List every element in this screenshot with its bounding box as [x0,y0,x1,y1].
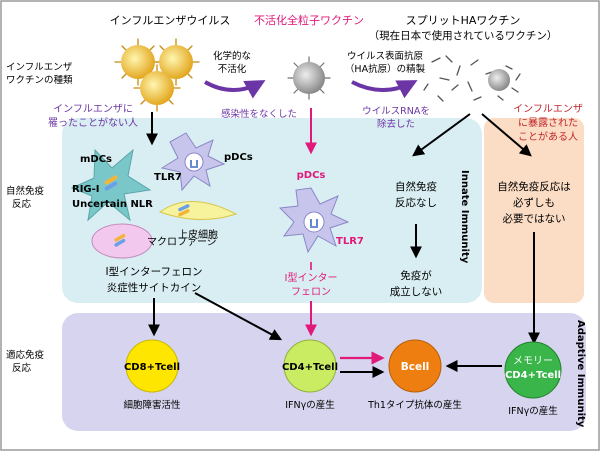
no-innate-label: 自然免疫 [395,180,437,193]
naive-population-label: インフルエンザに [53,103,133,115]
no-immunity-label-2: 成立しない [390,285,443,298]
innate-panel [62,118,482,303]
naive-population-label-2: 罹ったことがない人 [48,116,138,129]
inactivated-vaccine-title: 不活化全粒子ワクチン [254,13,364,27]
receptor-icon [104,175,118,191]
chemical-label: 化学的な [213,50,251,62]
memory-caption: IFNγの産生 [508,405,558,417]
antigen-label-2: （HA抗原）の精製 [345,63,426,75]
cytokine-label: 炎症性サイトカイン [107,281,202,294]
memory-cd4-label: CD4+Tcell [505,370,561,381]
adaptive-response-label-2: 反応 [12,362,32,374]
tlr7-center-label: TLR7 [336,236,364,247]
no-immunity-label: 免疫が [400,269,432,282]
cd8-tcell-icon [125,339,179,393]
rig-label: RIG-I [72,184,100,195]
no-innate-label-2: 反応なし [395,196,437,209]
memory-label: メモリー [513,356,553,367]
ifn-center-label-2: フェロン [291,287,331,298]
mdcs-label: mDCs [80,154,112,165]
pdcs-center-label: pDCs [297,170,326,181]
vaccine-type-label: インフルエンザ [6,62,73,73]
nlr-label: Uncertain NLR [72,199,153,210]
split-to-no-innate-arrow [412,113,471,157]
virus-cluster-icon [114,38,200,112]
split-vaccine-title: スプリットHAワクチン [406,14,521,27]
endosome-icon [184,152,204,172]
tlr7-label: TLR7 [154,172,182,183]
vaccine-type-label-2: ワクチンの種類 [6,75,73,86]
exposed-population-label-2: に暴露された [518,117,578,129]
rna-removed-label-2: 除去した [377,118,415,130]
ifn-center-label: I型インター [285,271,338,284]
exposed-panel [484,118,584,303]
split-to-exposed-arrow [481,113,532,157]
bcell-icon [388,339,442,393]
receptor-icon [178,204,190,217]
virus-title: インフルエンザウイルス [110,14,231,27]
exposed-population-label-3: ことがある人 [518,130,578,143]
cd4-label: CD4+Tcell [282,362,338,373]
adaptive-immunity-title: Adaptive Immunity [575,320,586,428]
not-required-label-3: 必要ではない [503,212,566,225]
innate-immunity-title: Innate Immunity [459,170,470,264]
tlr7-receptor-icon [190,160,198,168]
not-required-label-2: 必ずしも [513,196,555,209]
rna-removed-label: ウイルスRNAを [362,106,430,117]
cd4-tcell-icon [283,339,337,393]
epithelial-label: 上皮細胞 [178,228,218,241]
innate-response-label: 自然免疫 [6,185,45,197]
inactivated-virus-icon [287,56,331,100]
ifn-label: I型インターフェロン [106,265,203,278]
bcell-label: Bcell [401,361,430,373]
endosome-center-icon [303,211,325,233]
purification-arrow [351,80,418,99]
chemical-inactivation-arrow [204,80,266,99]
bcell-caption: Th1タイプ抗体の産生 [367,399,462,411]
innate-response-label-2: 反応 [12,198,32,210]
split-fragments-icon [423,55,521,102]
cd8-caption: 細胞障害活性 [123,399,181,411]
lost-infectivity-label: 感染性をなくした [221,108,297,120]
exposed-population-label: インフルエンザ [513,103,583,115]
cd8-label: CD8+Tcell [124,362,180,373]
cd4-caption: IFNγの産生 [285,399,335,411]
adaptive-response-label: 適応免疫 [6,349,45,361]
receptor-icon [114,233,126,247]
split-vaccine-subtitle: （現在日本で使用されているワクチン） [369,29,558,42]
not-required-label: 自然免疫反応は [497,180,571,193]
tlr7-center-receptor-icon [310,219,318,228]
macrophage-label: マクロファージ [147,236,217,248]
innate-to-cd4-arrow [194,292,283,341]
antigen-label: ウイルス表面抗原 [347,50,423,62]
chemical-label-2: 不活化 [218,63,247,75]
memory-cd4-tcell-icon [504,341,562,399]
pdcs-label: pDCs [224,152,253,163]
